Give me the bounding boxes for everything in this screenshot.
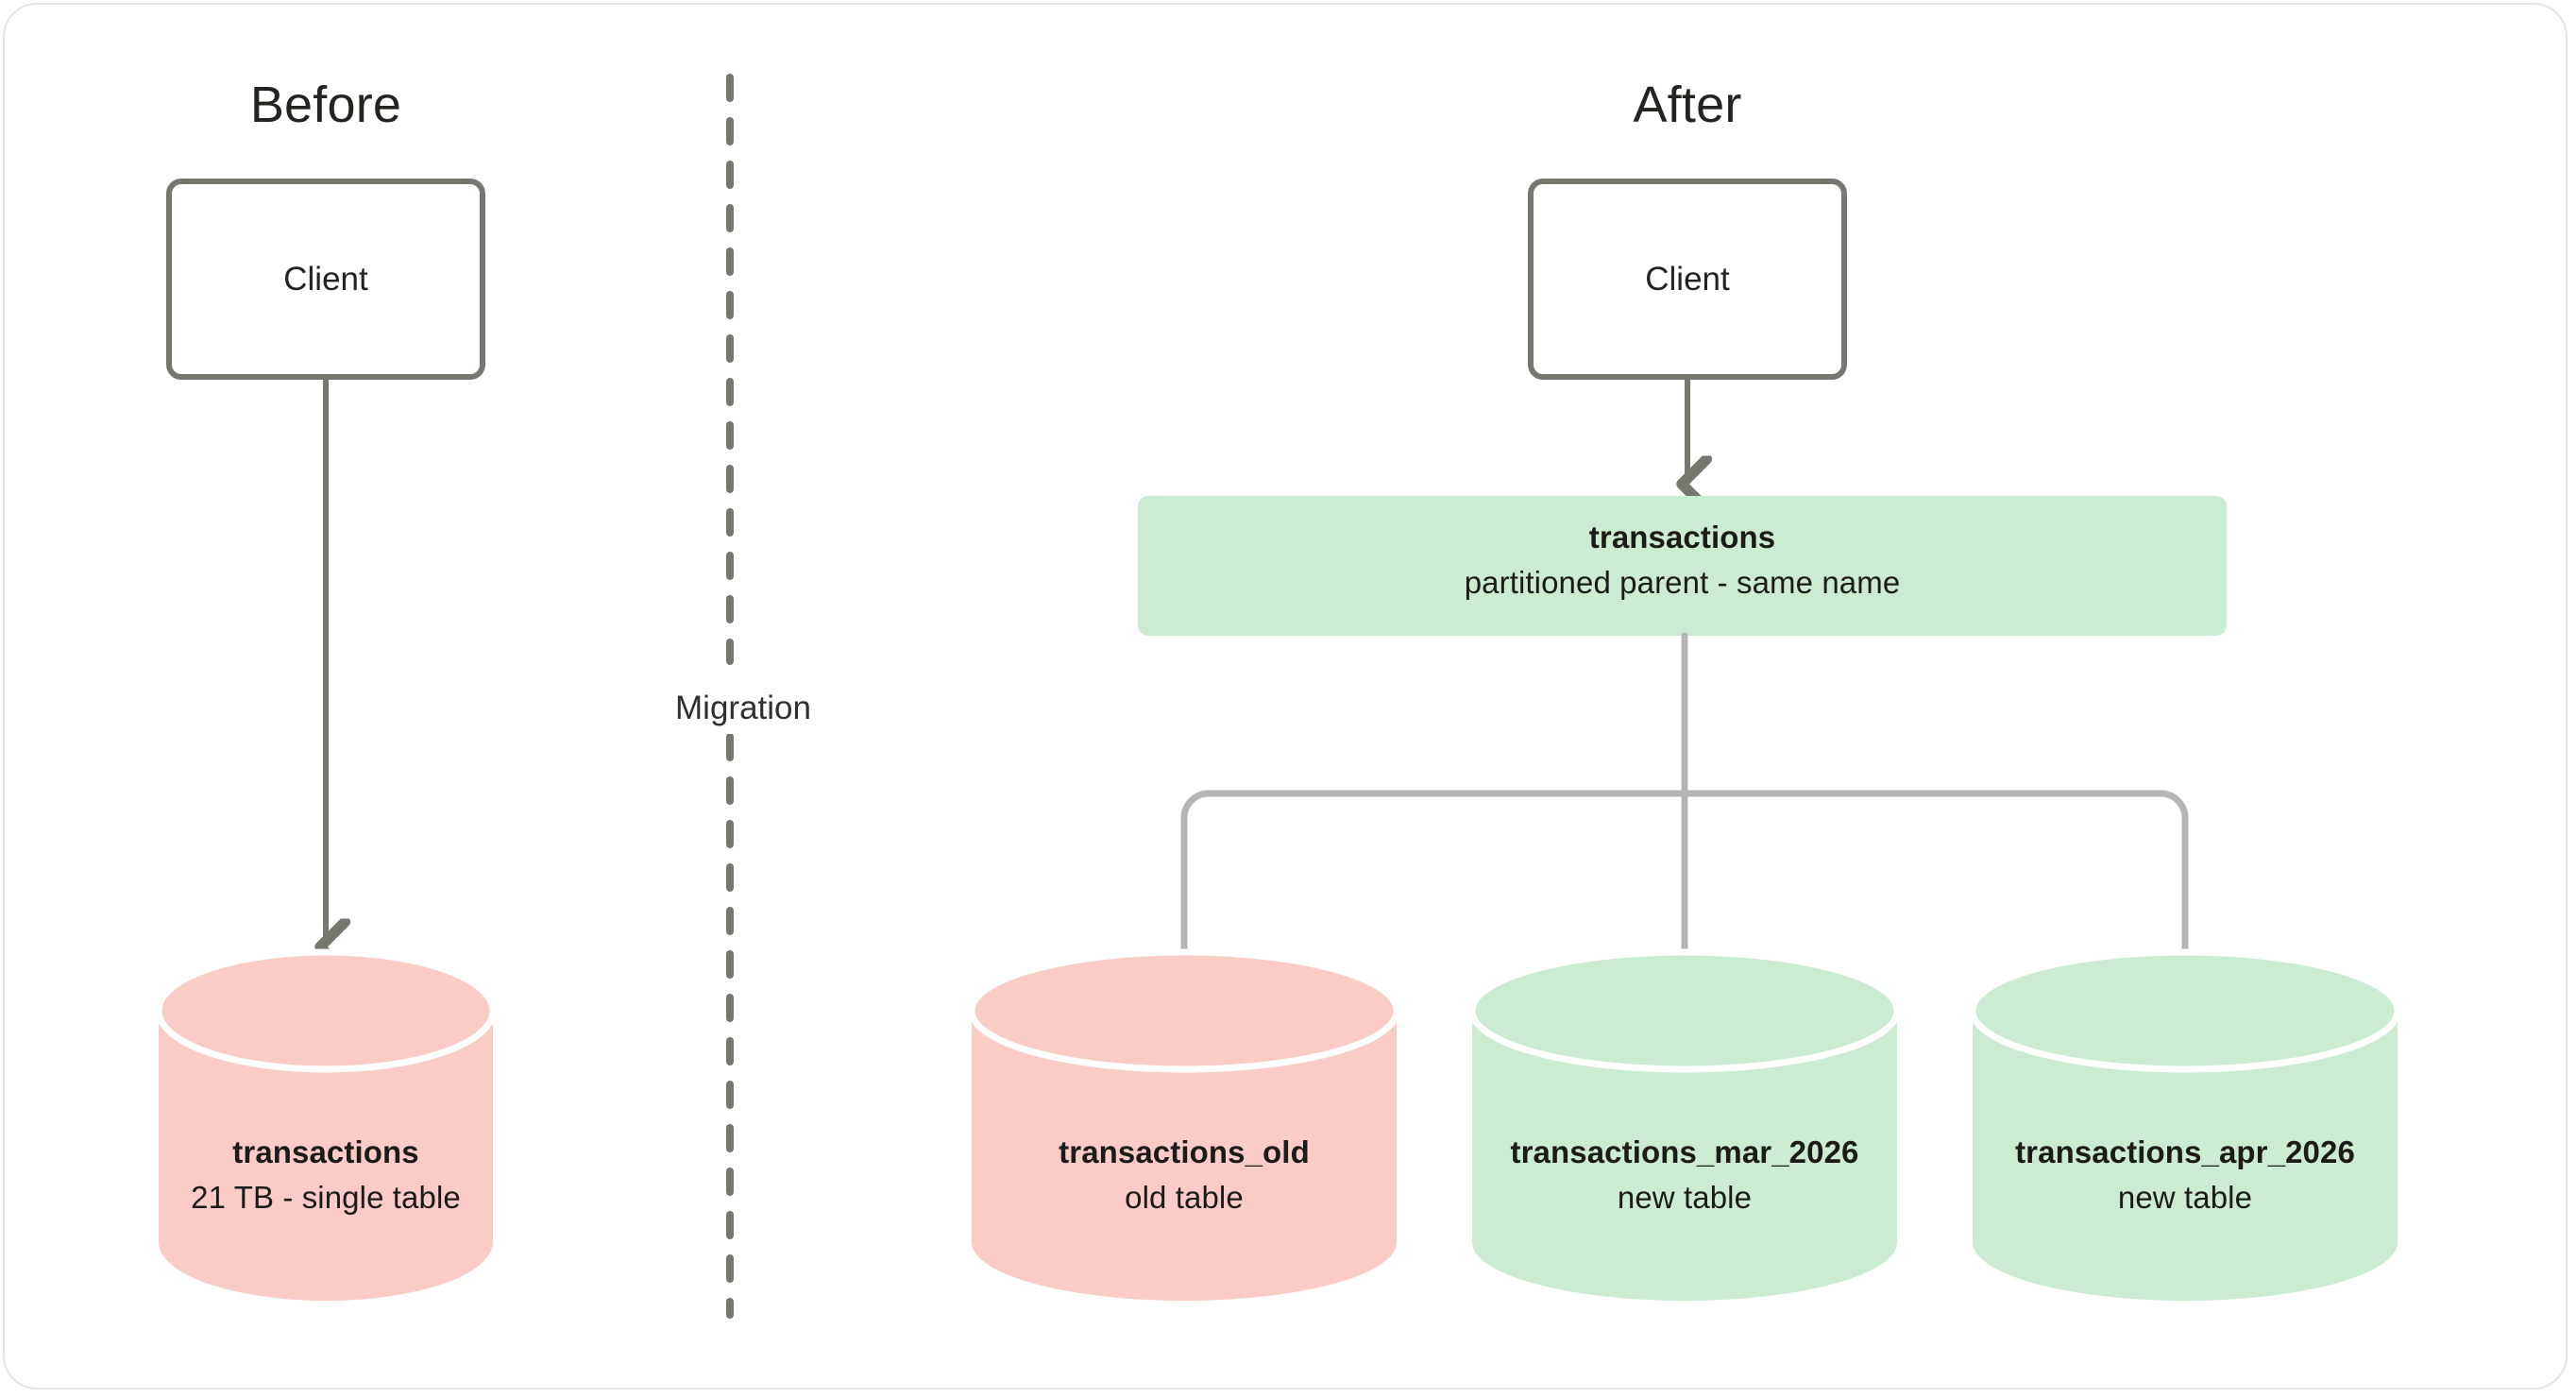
partition-name-2: transactions_apr_2026 [2015, 1134, 2355, 1169]
after-parent-name: transactions [1588, 520, 1776, 554]
partition-text-2: transactions_apr_2026 new table [1973, 1136, 2398, 1213]
partition-text-1: transactions_mar_2026 new table [1472, 1136, 1897, 1213]
before-database-text: transactions 21 TB - single table [159, 1136, 493, 1213]
partition-detail-1: new table [1617, 1180, 1753, 1215]
partition-name-1: transactions_mar_2026 [1510, 1134, 1859, 1169]
before-section-title: Before [249, 77, 402, 133]
before-client-label: Client [283, 261, 368, 298]
before-database-name: transactions [232, 1134, 419, 1169]
partition-detail-2: new table [2117, 1180, 2253, 1215]
partition-detail-0: old table [1125, 1180, 1244, 1215]
before-database-detail: 21 TB - single table [191, 1180, 461, 1215]
after-parent-detail: partitioned parent - same name [1464, 565, 1901, 600]
after-parent-text: transactions partitioned parent - same n… [1138, 521, 2227, 598]
partition-name-0: transactions_old [1059, 1134, 1310, 1169]
after-section-title: After [1633, 77, 1742, 133]
after-client-label: Client [1645, 261, 1730, 298]
divider-migration-label: Migration [636, 682, 851, 734]
partition-text-0: transactions_old old table [972, 1136, 1397, 1213]
